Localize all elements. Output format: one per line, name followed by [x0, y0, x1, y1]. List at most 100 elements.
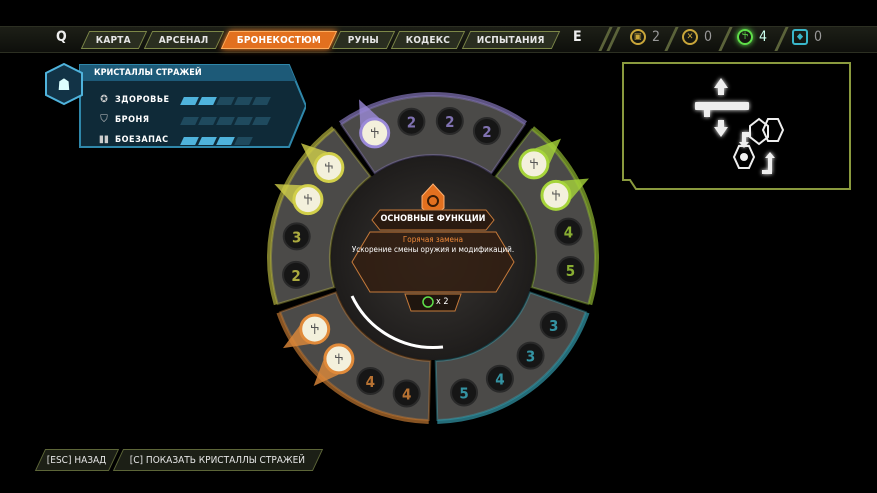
slot-cost: 2	[445, 113, 454, 131]
counter-sentinel-batteries: ▣2	[630, 29, 660, 45]
counter-value: 4	[759, 29, 768, 45]
back-button[interactable]: [ESC] НАЗАД	[34, 449, 120, 471]
back-label: [ESC] НАЗАД	[47, 454, 107, 466]
sector-yellow	[270, 128, 372, 306]
row-label: ЗДОРОВЬЕ	[115, 94, 170, 105]
weapon-icon	[695, 102, 749, 110]
sentinel-battery-icon: ▣	[630, 29, 646, 45]
locked-upgrade-slot[interactable]: 5	[450, 378, 479, 407]
slot-cost: 4	[402, 385, 411, 403]
slot-cost: 5	[459, 384, 468, 402]
locked-upgrade-slot[interactable]: 3	[516, 341, 545, 370]
glow-spike	[313, 360, 339, 386]
sector-rim	[267, 126, 335, 306]
locked-upgrade-slot[interactable]: 4	[485, 364, 514, 393]
prev-tab-key[interactable]: Q	[56, 29, 67, 45]
slot-cost: 5	[566, 262, 575, 280]
show-crystals-label: [C] ПОКАЗАТЬ КРИСТАЛЛЫ СТРАЖЕЙ	[130, 454, 306, 466]
arrow-turn-icon	[739, 132, 750, 148]
praetor-token-icon: Ⴕ	[737, 29, 753, 45]
slot-cost: 4	[495, 371, 504, 389]
praetor-token-icon: Ⴕ	[335, 353, 343, 368]
glow-spike	[535, 138, 561, 164]
counter-value: 2	[652, 29, 661, 45]
unlocked-upgrade-slot[interactable]: Ⴕ	[282, 313, 331, 349]
arrow-turn-icon	[762, 152, 775, 174]
sector-rim	[437, 312, 590, 424]
health-icon: ✪	[100, 93, 108, 105]
sector-rim	[276, 312, 429, 424]
crystal-row-armor[interactable]: ⛉ БРОНЯ	[98, 110, 272, 129]
row-label: БОЕЗАПАС	[115, 134, 169, 145]
sentinel-crystal-icon: ◆	[792, 29, 808, 45]
arrow-down-icon	[714, 120, 728, 137]
upgrade-diagram-panel	[622, 62, 851, 190]
praetor-token-icon: Ⴕ	[530, 158, 538, 173]
slot-cost: 2	[291, 267, 300, 285]
unlocked-upgrade-slot[interactable]: Ⴕ	[274, 184, 324, 216]
slot-cost: 3	[549, 317, 558, 335]
glow-spike	[282, 326, 311, 349]
sector-purple	[339, 95, 527, 175]
core-functions-icon	[421, 183, 445, 218]
mod-swap-icon	[761, 118, 785, 142]
slot-cost: 2	[482, 123, 491, 141]
upgrade-cost: x 2	[436, 297, 449, 307]
counter-sentinel-crystals: ◆0	[792, 29, 822, 45]
show-crystals-button[interactable]: [C] ПОКАЗАТЬ КРИСТАЛЛЫ СТРАЖЕЙ	[112, 449, 324, 471]
upgrade-description: Ускорение смены оружия и модификаций.	[351, 245, 515, 254]
locked-upgrade-slot[interactable]: 3	[282, 222, 311, 251]
slot-cost: 4	[564, 224, 573, 242]
locked-upgrade-slot[interactable]: 4	[356, 366, 385, 395]
next-tab-key[interactable]: E	[573, 29, 582, 45]
ammo-icon: ▮▮	[99, 133, 109, 145]
unlocked-upgrade-slot[interactable]: Ⴕ	[300, 143, 345, 183]
locked-upgrade-slot[interactable]: 2	[472, 116, 501, 145]
praetor-token-icon: Ⴕ	[304, 194, 312, 209]
praetor-token-icon: Ⴕ	[552, 189, 560, 204]
upgrade-name: Горячая замена	[402, 235, 464, 244]
crystal-row-ammo[interactable]: ▮▮ БОЕЗАПАС	[98, 130, 254, 149]
unlocked-upgrade-slot[interactable]: Ⴕ	[359, 99, 391, 149]
arrow-up-icon	[714, 78, 728, 95]
unlocked-upgrade-slot[interactable]: Ⴕ	[313, 343, 355, 386]
panel-title: КРИСТАЛЛЫ СТРАЖЕЙ	[94, 68, 202, 78]
description-frame	[351, 231, 515, 293]
mod-icon	[749, 117, 769, 146]
sentinel-crystals-panel: ☗ КРИСТАЛЛЫ СТРАЖЕЙ ✪ ЗДОРОВЬЕ ⛉ БРОНЯ ▮▮ Б…	[44, 61, 306, 150]
unlocked-upgrade-slot[interactable]: Ⴕ	[540, 178, 589, 211]
slot-cost: 3	[526, 348, 535, 366]
glow-spike	[561, 178, 589, 200]
weapon-point-icon: ✕	[682, 29, 698, 45]
praetor-token-icon: Ⴕ	[325, 161, 333, 176]
unlocked-upgrade-slot[interactable]: Ⴕ	[518, 138, 561, 180]
slot-cost: 2	[407, 114, 416, 132]
selection-arc	[350, 295, 444, 349]
locked-upgrade-slot[interactable]: 5	[556, 256, 585, 285]
locked-upgrade-slot[interactable]: 2	[282, 260, 311, 289]
praetor-token-icon: Ⴕ	[370, 127, 378, 142]
crystal-row-health[interactable]: ✪ ЗДОРОВЬЕ	[98, 90, 272, 109]
row-label: БРОНЯ	[115, 114, 150, 125]
praetor-token-icon: Ⴕ	[310, 323, 318, 338]
locked-upgrade-slot[interactable]: 4	[554, 217, 583, 246]
locked-upgrade-slot[interactable]: 3	[539, 310, 568, 339]
locked-upgrade-slot[interactable]: 2	[397, 107, 426, 136]
category-frame	[371, 209, 495, 231]
panel-frame: ☗	[45, 62, 306, 148]
counter-value: 0	[814, 29, 823, 45]
diagram	[622, 62, 851, 190]
crystal-icon: ☗	[58, 75, 71, 94]
slot-cost: 3	[292, 228, 301, 246]
slot-cost: 4	[366, 373, 375, 391]
praetor-token-icon	[422, 296, 434, 308]
locked-upgrade-slot[interactable]: 4	[392, 379, 421, 408]
armor-icon: ⛉	[100, 113, 108, 125]
locked-upgrade-slot[interactable]: 2	[435, 107, 464, 136]
category-title: ОСНОВНЫЕ ФУНКЦИИ	[380, 214, 486, 224]
counter-weapon-points: ✕0	[682, 29, 712, 45]
counter-value: 0	[704, 29, 713, 45]
gear-icon	[732, 145, 756, 169]
